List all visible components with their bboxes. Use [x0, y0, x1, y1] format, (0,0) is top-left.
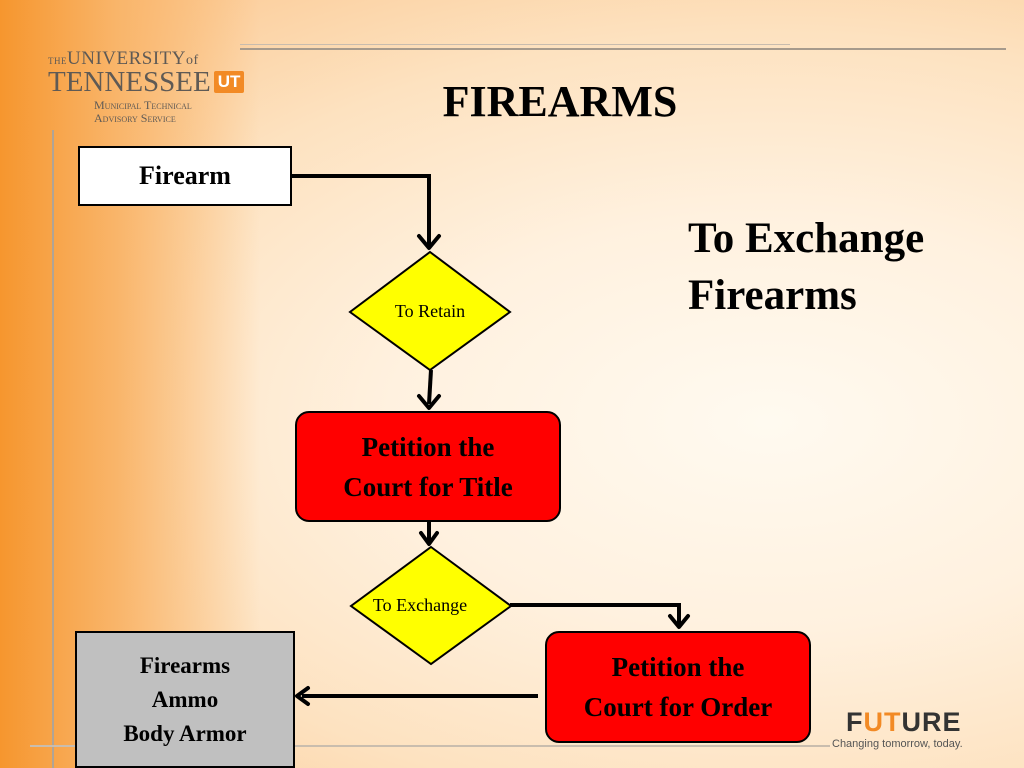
- arrowhead-exchange: [419, 531, 439, 546]
- left-rule: [52, 130, 54, 768]
- logo-university: UNIVERSITY: [67, 48, 186, 69]
- node-firearm-label: Firearm: [139, 161, 231, 190]
- future-f: F: [846, 707, 864, 737]
- items-line2: Ammo: [151, 686, 219, 712]
- footer-rule: [30, 745, 830, 747]
- logo-mtas-line1: Municipal Technical: [94, 98, 192, 112]
- header-rule-thin: [240, 44, 790, 45]
- decision-exchange-label: To Exchange: [372, 595, 468, 615]
- node-items: Firearms Ammo Body Armor: [75, 631, 295, 768]
- logo-tennessee: TENNESSEE: [48, 66, 211, 98]
- node-petition-order: Petition the Court for Order: [545, 631, 811, 743]
- subtitle-line1: To Exchange: [688, 215, 925, 262]
- future-logo: FUTURE Changing tomorrow, today.: [832, 708, 963, 750]
- petition-order-line1: Petition the: [611, 652, 745, 682]
- decision-exchange-shape: [349, 545, 513, 666]
- logo-the: THE: [48, 56, 67, 66]
- arrowhead-title: [417, 394, 441, 410]
- items-line3: Body Armor: [123, 720, 247, 746]
- arrow-firearm-to-retain: [292, 174, 431, 245]
- arrowhead-retain: [417, 234, 441, 250]
- decision-retain-label: To Retain: [394, 301, 466, 321]
- petition-title-line1: Petition the: [361, 431, 495, 462]
- future-wordmark: FUTURE: [846, 708, 963, 736]
- header-rule: [240, 48, 1006, 50]
- logo-mtas-line2: Advisory Service: [94, 111, 176, 125]
- ut-logo-icon: UT: [213, 71, 245, 93]
- petition-title-line2: Court for Title: [343, 471, 513, 502]
- future-tagline: Changing tomorrow, today.: [832, 738, 963, 750]
- petition-order-line2: Court for Order: [583, 692, 773, 722]
- arrowhead-items: [295, 686, 310, 706]
- university-logo: THEUNIVERSITYof TENNESSEE UT Municipal T…: [48, 48, 245, 125]
- future-ut-mark: UT: [863, 707, 902, 737]
- logo-of: of: [186, 53, 199, 68]
- page-title: FIREARMS: [442, 77, 678, 126]
- node-petition-title: Petition the Court for Title: [295, 411, 561, 522]
- subtitle-line2: Firearms: [688, 272, 857, 319]
- slide-subtitle: To Exchange Firearms: [688, 210, 924, 324]
- future-ure: URE: [901, 707, 962, 737]
- decision-retain-shape: [348, 250, 512, 372]
- arrow-retain-to-title: [427, 369, 433, 405]
- arrowhead-order: [668, 614, 690, 629]
- items-line1: Firearms: [139, 652, 231, 678]
- arrow-exchange-to-order: [510, 603, 681, 624]
- node-firearm: Firearm: [78, 146, 292, 206]
